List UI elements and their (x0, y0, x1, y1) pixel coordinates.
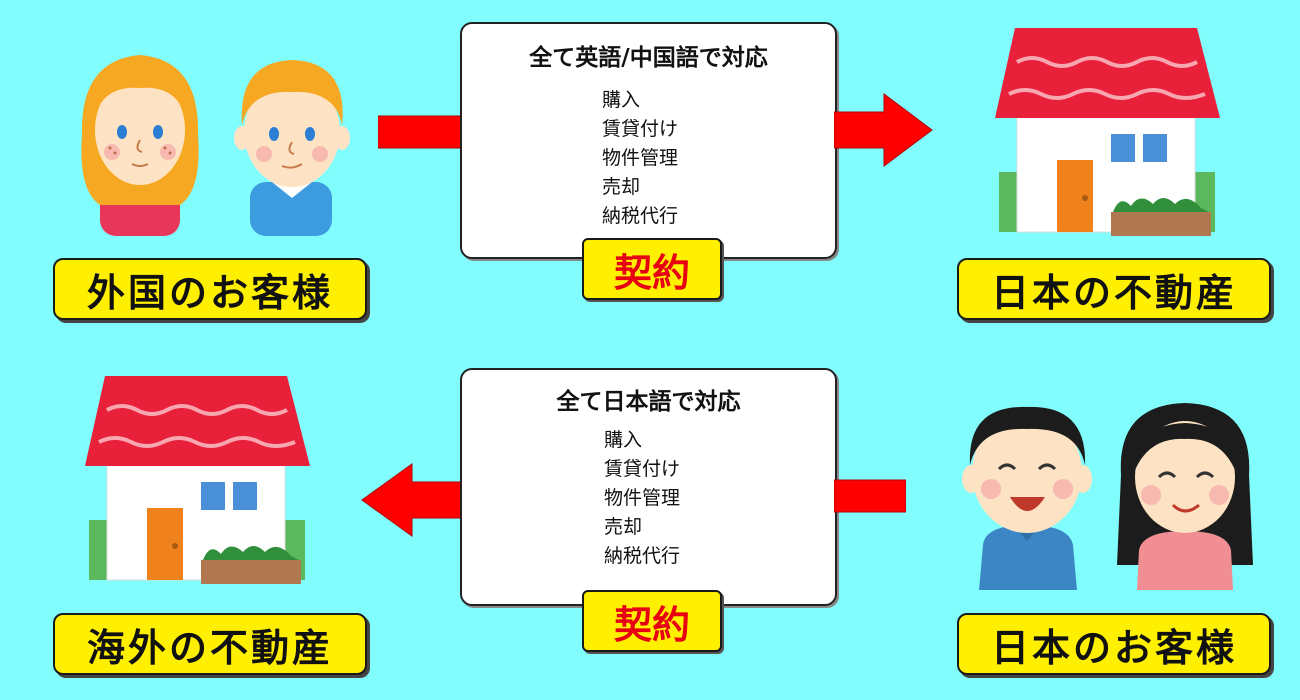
japanese-property-label: 日本の不動産 (957, 258, 1271, 320)
service-item: 納税代行 (604, 545, 681, 567)
service-box-title: 全て日本語で対応 (556, 389, 741, 415)
foreign-customers-label: 外国のお客様 (53, 258, 367, 320)
service-item: 賃貸付け (604, 458, 681, 480)
service-box-title: 全て英語/中国語で対応 (529, 45, 768, 71)
overseas-property-label: 海外の不動産 (53, 613, 367, 675)
service-item: 購入 (604, 429, 643, 451)
arrow-right-icon (834, 93, 933, 167)
service-item: 賃貸付け (602, 118, 679, 140)
service-item: 物件管理 (602, 147, 679, 169)
overseas-house-icon (85, 376, 310, 584)
japanese-customers-label: 日本のお客様 (957, 613, 1271, 675)
service-list: 購入 賃貸付け 物件管理 売却 納税代行 (602, 86, 678, 231)
service-item: 物件管理 (604, 487, 681, 509)
japanese-customers-icon (962, 403, 1253, 590)
service-item: 売却 (602, 176, 641, 198)
arrow-tail-top (378, 115, 462, 149)
service-box-top: 全て英語/中国語で対応 購入 賃貸付け 物件管理 売却 納税代行 (460, 22, 837, 259)
arrow-left-icon (361, 463, 464, 537)
japanese-house-icon (995, 28, 1220, 236)
service-item: 購入 (602, 89, 641, 111)
service-item: 売却 (604, 516, 643, 538)
service-list: 購入 賃貸付け 物件管理 売却 納税代行 (604, 426, 680, 571)
contract-badge-top: 契約 (582, 238, 722, 300)
service-box-bottom: 全て日本語で対応 購入 賃貸付け 物件管理 売却 納税代行 (460, 368, 837, 606)
service-item: 納税代行 (602, 205, 679, 227)
foreign-customers-icon (81, 55, 350, 236)
contract-badge-bottom: 契約 (582, 590, 722, 652)
arrow-tail-bottom (834, 479, 906, 513)
